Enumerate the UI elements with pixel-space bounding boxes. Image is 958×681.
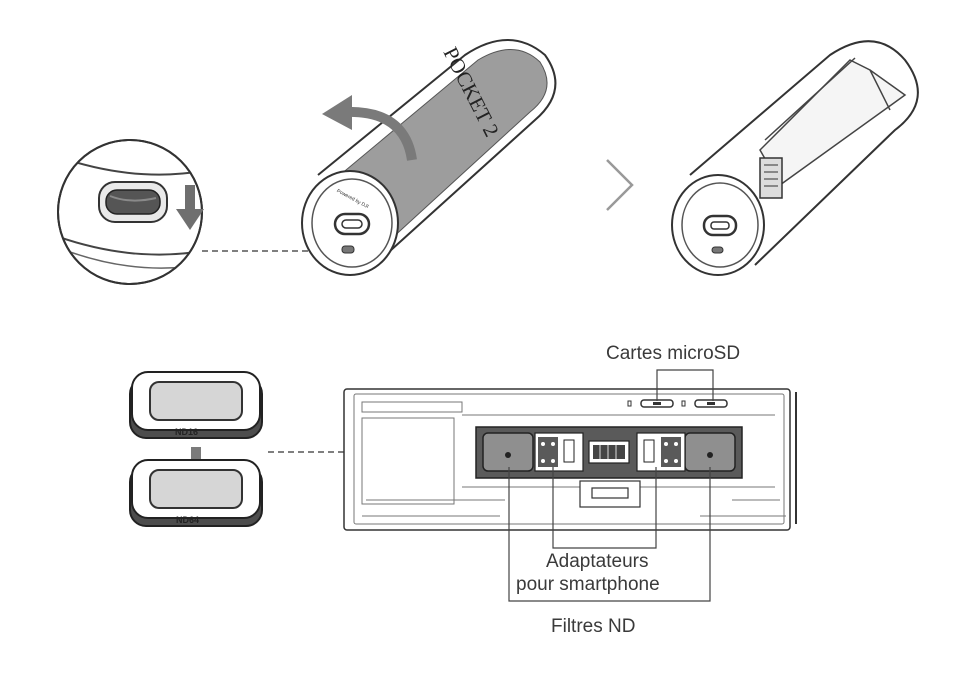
- svg-text:ND64: ND64: [176, 515, 199, 525]
- microsd-label: Cartes microSD: [606, 343, 741, 364]
- rotate-arrow-icon: [322, 95, 417, 161]
- adapters-label-line1: Adaptateurs: [546, 551, 649, 572]
- nd-filter-upper: ND16: [129, 371, 263, 439]
- down-arrow-icon: [176, 185, 204, 230]
- microsd-callout-lines: [656, 369, 714, 401]
- next-chevron-icon: [606, 159, 634, 211]
- adapter-callout-lines: [552, 467, 657, 549]
- nd-filters-label: Filtres ND: [551, 616, 636, 637]
- nd-filter-lower: ND64: [129, 459, 263, 527]
- adapters-label-line2: pour smartphone: [516, 574, 660, 595]
- filter-callout-lines: [508, 467, 711, 602]
- case-interior-view: [343, 388, 797, 531]
- zoom-detail: [57, 139, 204, 285]
- svg-text:ND16: ND16: [175, 427, 198, 437]
- closed-case: POCKET 2 Powered by DJI: [301, 39, 557, 276]
- open-case: [671, 40, 919, 276]
